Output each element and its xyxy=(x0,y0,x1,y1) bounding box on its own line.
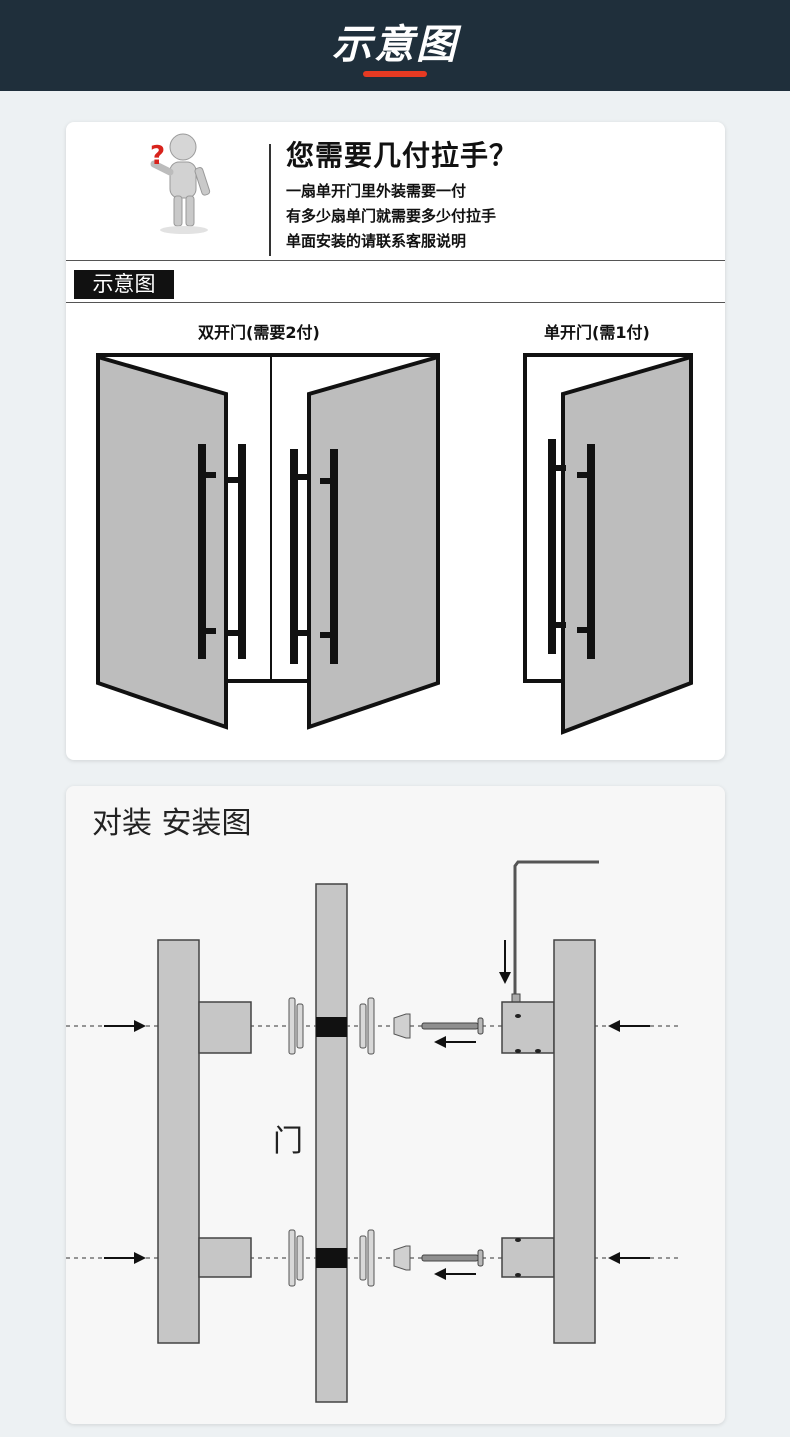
faq-title: 您需要几付拉手？ xyxy=(286,139,519,172)
double-door-diagram xyxy=(96,353,440,730)
arrow-right-icon xyxy=(104,1020,146,1264)
faq-line-3: 单面安装的请联系客服说明 xyxy=(286,232,467,250)
arrow-left-icon xyxy=(608,1020,650,1264)
vertical-divider xyxy=(269,144,271,256)
right-handle xyxy=(501,939,596,1344)
arrow-left-icon xyxy=(434,1036,476,1280)
svg-text:?: ? xyxy=(150,141,165,171)
double-door-caption: 双开门(需要2付) xyxy=(198,323,320,342)
single-door-caption: 单开门(需1付) xyxy=(544,323,650,342)
washer-right xyxy=(359,997,375,1287)
arrow-down-icon xyxy=(499,940,511,984)
install-card: 对装 安装图 门 xyxy=(66,786,725,1424)
install-title: 对装 安装图 xyxy=(92,806,252,841)
faq-line-1: 一扇单开门里外装需要一付 xyxy=(286,182,467,200)
title-underline xyxy=(363,71,427,77)
page-title: 示意图 xyxy=(332,22,458,68)
left-handle xyxy=(157,939,252,1344)
diagram-graphics: ? xyxy=(96,133,693,735)
page-header: 示意图 xyxy=(0,0,790,91)
diagram-card: ? xyxy=(66,122,725,760)
single-door-diagram xyxy=(523,353,693,735)
install-graphics xyxy=(66,860,681,1403)
faq-line-2: 有多少扇单门就需要多少付拉手 xyxy=(286,207,497,225)
door-label: 门 xyxy=(273,1124,303,1159)
washer-left xyxy=(288,997,304,1287)
diagram-tag: 示意图 xyxy=(74,270,174,299)
section-rule xyxy=(66,302,725,303)
screw xyxy=(421,1017,484,1267)
person-question-icon: ? xyxy=(150,133,211,234)
screw-sleeve xyxy=(393,1013,411,1271)
section-rule xyxy=(66,260,725,261)
door-slab xyxy=(315,883,348,1403)
